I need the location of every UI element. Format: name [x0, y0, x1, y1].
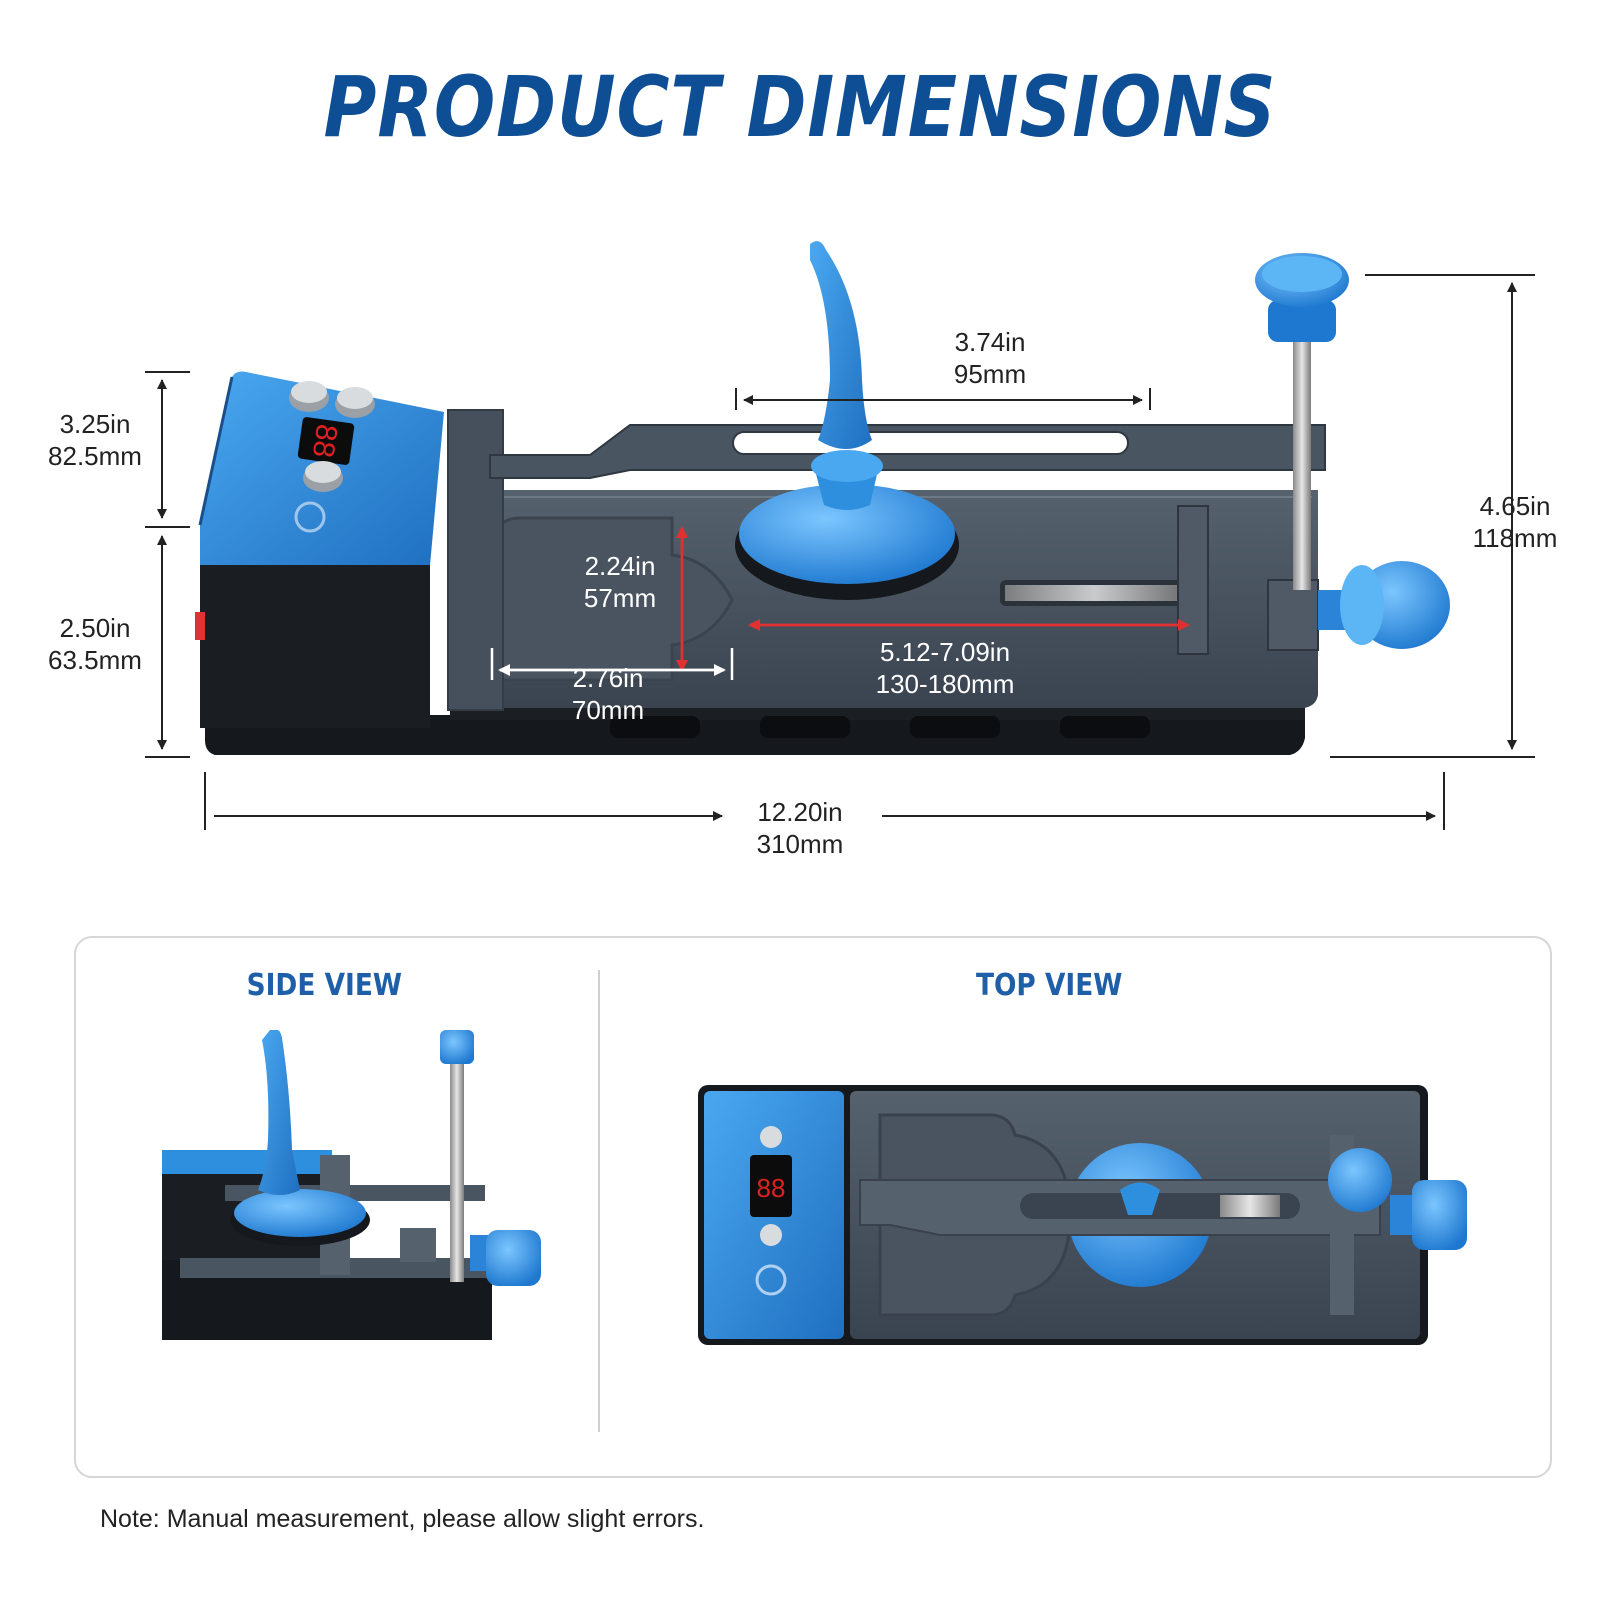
arm-slot	[732, 431, 1129, 455]
product-main-illustration: 88	[145, 241, 1535, 830]
brand-logo-icon	[294, 501, 326, 533]
control-button	[303, 461, 343, 492]
top-arm	[489, 424, 1326, 479]
side-view-illustration	[162, 1030, 541, 1340]
recess-pocket	[496, 516, 734, 682]
dimension-lines	[145, 274, 1535, 830]
control-box: 88	[195, 371, 444, 728]
pry-lever	[810, 241, 872, 449]
side-view-label: SIDE VIEW	[246, 968, 402, 1003]
clamp-block	[1177, 505, 1319, 655]
red-dimension-arrows	[676, 526, 1190, 672]
digital-display	[297, 417, 355, 465]
top-knob	[1255, 253, 1349, 342]
display-readout: 88	[306, 422, 343, 460]
top-view-display-readout: 88	[757, 1173, 786, 1203]
control-button	[335, 387, 375, 418]
power-switch	[195, 612, 205, 640]
page-title: PRODUCT DIMENSIONS	[323, 58, 1277, 156]
suction-cup	[735, 241, 959, 600]
vertical-screw	[1293, 330, 1311, 590]
side-knob	[1318, 561, 1450, 649]
top-view-illustration: 88	[698, 1085, 1467, 1345]
control-button	[289, 381, 329, 412]
panel-divider	[598, 970, 600, 1432]
top-view-label: TOP VIEW	[975, 968, 1123, 1003]
screw-thread	[1005, 585, 1185, 601]
white-dimension-arrows	[490, 648, 734, 680]
measurement-note: Note: Manual measurement, please allow s…	[100, 1505, 705, 1533]
